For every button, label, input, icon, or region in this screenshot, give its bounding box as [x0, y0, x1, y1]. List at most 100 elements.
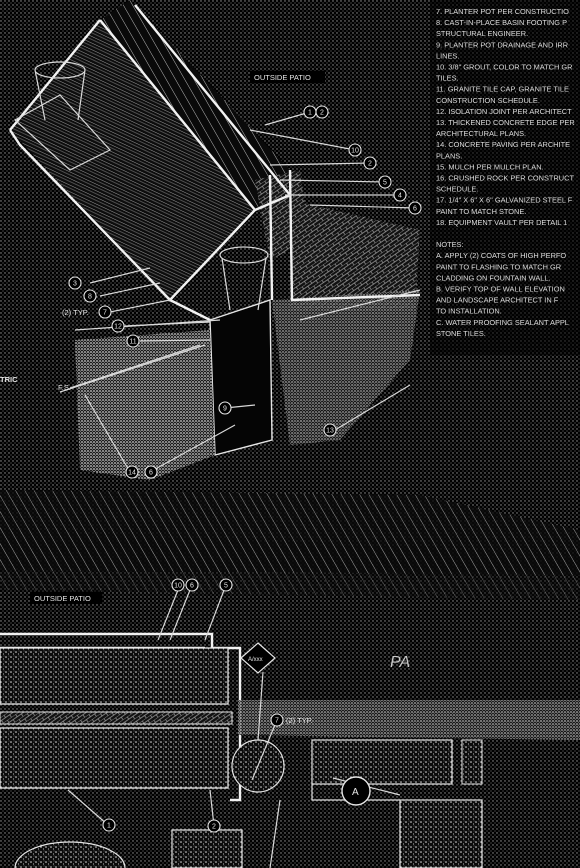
callout-bottom-number: 1: [107, 823, 111, 830]
callout-top-bubble: [83, 289, 97, 303]
earth-fill: [75, 330, 215, 480]
callout-top-bubble: [408, 201, 422, 215]
planter-pot-plan-lower: [14, 841, 126, 868]
note-line: 18. EQUIPMENT VAULT PER DETAIL 1: [436, 218, 567, 227]
pad-lower: [399, 799, 483, 868]
planter-bed-upper: [0, 647, 229, 705]
fs-line: [69, 344, 201, 389]
note-line: C. WATER PROOFING SEALANT APPL: [436, 318, 569, 327]
section-marker-circle: [341, 776, 371, 806]
callout-top-number: 3: [73, 281, 77, 288]
callout-top-bubble: [363, 156, 377, 170]
callout-top-number: 11: [129, 339, 136, 346]
note-line: 9. PLANTER POT DRAINAGE AND IRR: [436, 40, 568, 49]
note-line: 11. GRANITE TILE CAP, GRANITE TILE: [436, 85, 569, 94]
callout-bottom-number: 10: [174, 583, 182, 590]
typ-label-upper: (2) TYP.: [62, 308, 89, 317]
callout-top-number: 7: [103, 310, 107, 317]
wall-edge: [268, 169, 421, 302]
band-hatch-dense: [0, 530, 580, 600]
concrete-band: [0, 490, 580, 600]
note-line: LINES.: [436, 51, 459, 60]
left-edge-label: TRIC: [0, 375, 18, 384]
equipment-vault: [311, 739, 453, 785]
callout-top-bubble: [393, 188, 407, 202]
pa-label: PA: [390, 654, 410, 671]
note-line: PLANS.: [436, 151, 462, 160]
note-line: 8. CAST-IN-PLACE BASIN FOOTING P: [436, 18, 567, 27]
callout-bottom-number: 7: [275, 718, 279, 725]
pad-bottom-left: [171, 829, 243, 868]
outside-patio-top: OUTSIDE PATIO: [254, 73, 311, 82]
callout-bottom-bubble: [270, 713, 284, 727]
fountain-wall: [209, 299, 273, 456]
note-line: B. VERIFY TOP OF WALL ELEVATION: [436, 285, 565, 294]
note-line: TILES.: [436, 74, 459, 83]
note-line: CLADDING ON FOUNTAIN WALL.: [436, 273, 551, 282]
plan-view: [0, 584, 580, 868]
leader-lines: [84, 111, 416, 473]
callout-top-number: 6: [413, 206, 417, 213]
note-line: STRUCTURAL ENGINEER.: [436, 29, 528, 38]
note-line: A. APPLY (2) COATS OF HIGH PERFO: [436, 251, 566, 260]
callout-bottom-bubble: [171, 578, 185, 592]
plan-lines: [269, 784, 400, 868]
callout-top-number: 5: [383, 180, 387, 187]
callout-top-number: 2: [368, 161, 372, 168]
planter-pot-top: [34, 61, 86, 121]
callout-top-bubble: [125, 465, 139, 479]
note-line: 10. 3/8" GROUT, COLOR TO MATCH GR: [436, 63, 573, 72]
callout-bottom-bubble: [207, 819, 221, 833]
note-line: PAINT TO FLASHING TO MATCH GR: [436, 262, 561, 271]
callout-top-bubble: [68, 276, 82, 290]
note-line: TO INSTALLATION.: [436, 307, 502, 316]
callout-top-number: 2: [320, 110, 324, 117]
callout-top-bubble: [218, 401, 232, 415]
note-line: 15. MULCH PER MULCH PLAN.: [436, 162, 544, 171]
outside-patio-top-bg: [250, 71, 325, 83]
note-line: STONE TILES.: [436, 329, 486, 338]
base-box: [13, 94, 111, 171]
divider-strip: [0, 711, 233, 725]
callout-top-number: 8: [88, 294, 92, 301]
callout-top-number: 13: [326, 428, 334, 435]
section-marker-label: A: [352, 787, 359, 798]
callout-bottom-number: 2: [212, 824, 216, 831]
note-line: 7. PLANTER POT PER CONSTRUCTIO: [436, 7, 569, 16]
callout-top-bubble: [111, 319, 125, 333]
ground-section: [272, 290, 420, 445]
isometric-fountain-detail: [9, 0, 421, 480]
detail-tag-label: A/xxx: [248, 657, 263, 663]
note-line: NOTES:: [436, 240, 464, 249]
note-line: PAINT TO MATCH STONE.: [436, 207, 526, 216]
callout-top-bubble: [323, 423, 337, 437]
note-line: 17. 1/4" X 6" X 6" GALVANIZED STEEL F: [436, 196, 573, 205]
drawing-labels: OUTSIDE PATIO OUTSIDE PATIO (2) TYP. (2)…: [0, 71, 410, 798]
callout-top-number: 1: [308, 110, 312, 117]
planter-pot-right: [219, 246, 269, 311]
note-line: 14. CONCRETE PAVING PER ARCHITE: [436, 140, 570, 149]
pad-right: [461, 739, 483, 785]
notes-panel: [430, 0, 580, 355]
callout-top-number: 14: [128, 470, 136, 477]
note-line: SCHEDULE.: [436, 185, 478, 194]
note-line: 16. CRUSHED ROCK PER CONSTRUCT: [436, 174, 574, 183]
sloped-paving: [100, 0, 290, 210]
callout-bottom-bubble: [219, 578, 233, 592]
note-line: 13. THICKENED CONCRETE EDGE PER: [436, 118, 575, 127]
planter-box: [290, 200, 420, 310]
note-line: ARCHITECTURAL PLANS.: [436, 129, 526, 138]
wall-outline: [9, 4, 292, 322]
callout-top-bubble: [98, 305, 112, 319]
typ-label-lower: (2) TYP.: [286, 716, 313, 725]
notes-list: 7. PLANTER POT PER CONSTRUCTIO 8. CAST-IN…: [436, 7, 575, 338]
callout-bottom-number: 6: [190, 583, 194, 590]
note-line: 12. ISOLATION JOINT PER ARCHITECT: [436, 107, 572, 116]
callout-bottom-bubble: [185, 578, 199, 592]
callout-top-number: 4: [398, 193, 402, 200]
outside-patio-bottom-bg: [30, 592, 102, 604]
callout-top-bubble: [378, 175, 392, 189]
